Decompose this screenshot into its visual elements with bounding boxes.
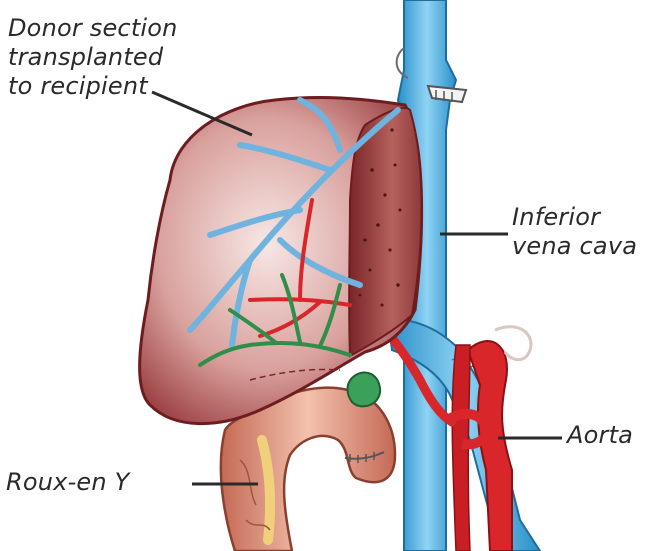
donor-liver [140,98,422,424]
donor-label-line-3: to recipient [8,72,178,101]
donor-label-line-1: Donor section [8,14,178,43]
aorta-label: Aorta [567,421,633,450]
ivc-label-line-1: Inferior [512,203,637,232]
inferior-vena-cava-label: Inferior vena cava [512,203,637,261]
ivc-label-line-2: vena cava [512,232,637,261]
roux-en-y-label: Roux-en Y [6,468,130,497]
donor-section-label: Donor section transplanted to recipient [8,14,178,101]
donor-label-line-2: transplanted [8,43,178,72]
